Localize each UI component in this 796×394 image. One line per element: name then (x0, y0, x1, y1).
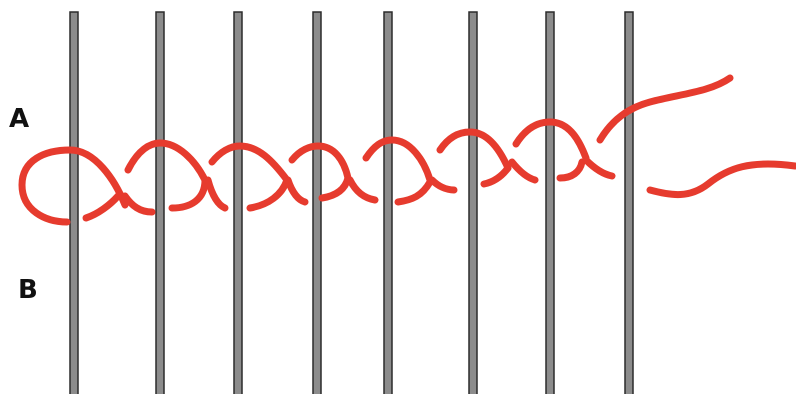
weft-segment-8 (350, 180, 375, 200)
weft-segment-6 (288, 180, 305, 202)
warp-posts (70, 12, 633, 394)
warp-post-2 (156, 12, 164, 394)
warp-post-7 (546, 12, 554, 394)
weft-segment-7 (322, 178, 348, 198)
weft-segment-14 (586, 160, 612, 176)
weft-segment-13 (560, 162, 582, 178)
warp-post-5 (384, 12, 392, 394)
weft-segment-9 (398, 182, 430, 202)
weft-segment-2 (125, 196, 152, 212)
label-a: A (9, 106, 29, 132)
weft-arch-1 (128, 143, 205, 180)
warp-post-6 (469, 12, 477, 394)
weft-segment-5 (250, 180, 287, 208)
warp-post-1 (70, 12, 78, 394)
weft-segment-1 (86, 196, 118, 218)
label-b: B (18, 277, 38, 303)
weft-segment-12 (512, 162, 535, 180)
weft-tail-lower (650, 164, 795, 195)
warp-post-3 (234, 12, 242, 394)
weft-arch-4 (366, 140, 430, 180)
weft-tail-upper (600, 78, 730, 140)
warp-post-4 (313, 12, 321, 394)
weft-segment-11 (484, 168, 508, 184)
weft-arch-2 (212, 146, 287, 180)
weft-segment-10 (432, 180, 454, 190)
warp-post-8 (625, 12, 633, 394)
weft-segment-4 (208, 180, 225, 208)
weft-strand (22, 78, 795, 222)
weft-segment-3 (172, 180, 205, 208)
